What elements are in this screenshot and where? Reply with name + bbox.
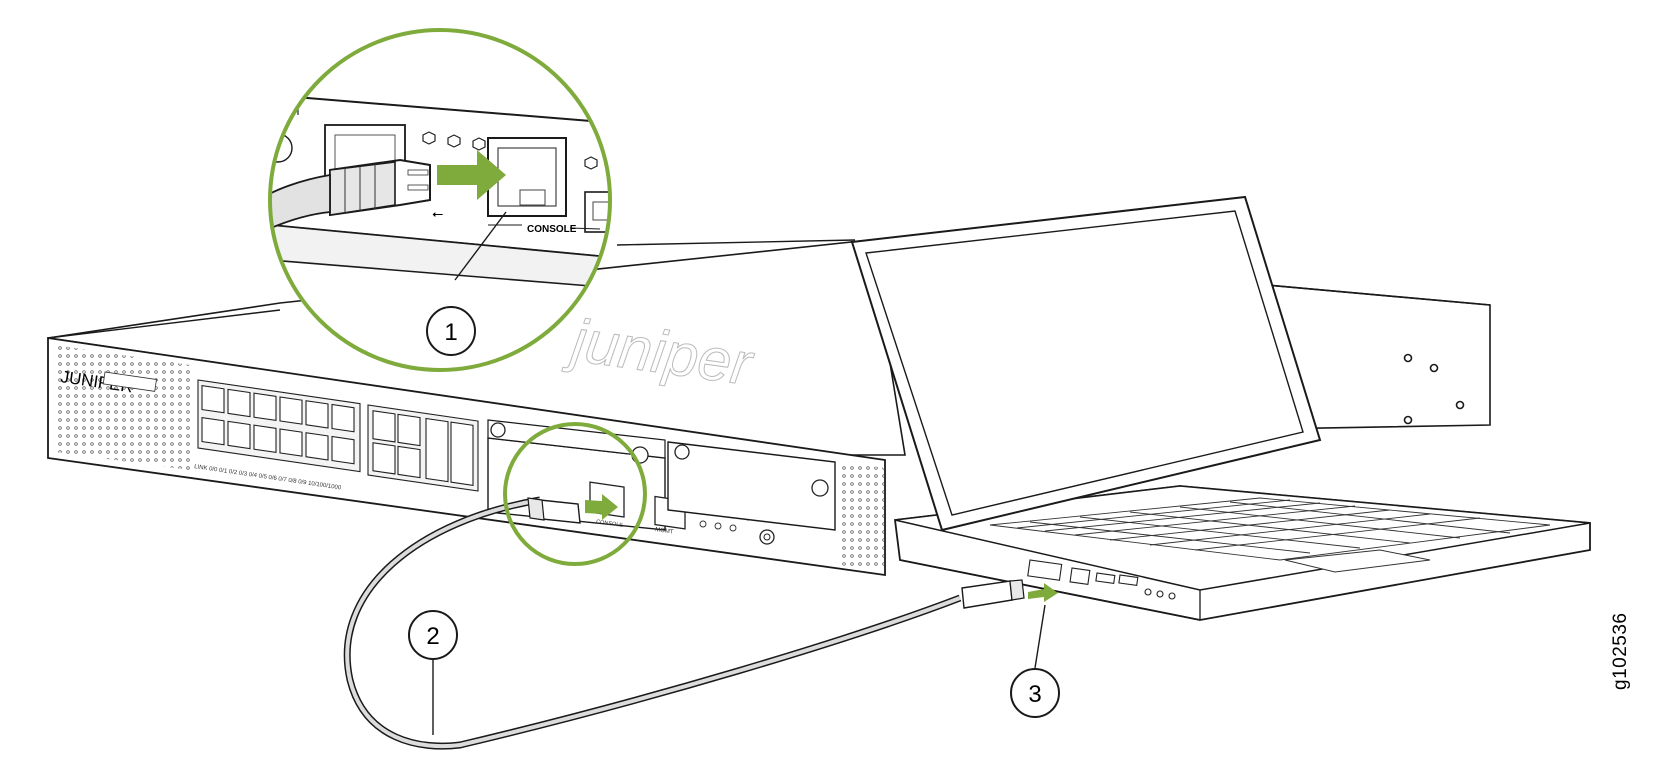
zoom-console-label: CONSOLE [527, 224, 577, 235]
rj45-connector-device-end [527, 497, 581, 524]
svg-text:MGMT: MGMT [655, 527, 674, 536]
zoom-detail: CONSOLE ⭠ [268, 28, 612, 372]
svg-text:1: 1 [444, 319, 457, 346]
copper-port-block [197, 379, 361, 473]
network-device: JUNIPER LINK 0/0 0/1 0/2 0/3 0/4 0/5 0/6… [47, 239, 906, 577]
laptop-screen [865, 210, 1304, 516]
console-cable [343, 496, 1025, 750]
svg-text:⭠: ⭠ [432, 206, 443, 222]
laptop-touchpad [1284, 549, 1431, 573]
console-port-highlight [503, 422, 647, 566]
sfp-port-block [367, 404, 479, 492]
zoom-rj45-plug [270, 158, 431, 234]
module-slot-2 [667, 441, 836, 531]
callout-3: 3 [1010, 604, 1060, 718]
laptop-keyboard [989, 497, 1551, 561]
insert-arrow-device [585, 494, 618, 520]
svg-text:2: 2 [426, 623, 439, 650]
callout-1: 1 [426, 306, 476, 356]
callout-2: 2 [408, 610, 458, 735]
figure-id-label: g102536 [1610, 612, 1631, 690]
svg-text:CONSOLE: CONSOLE [596, 519, 624, 529]
svg-text:3: 3 [1028, 681, 1041, 708]
db9-adapter-laptop-end [961, 579, 1025, 609]
laptop [850, 195, 1591, 621]
insert-arrow-laptop [1028, 583, 1058, 602]
zoom-insert-arrow [437, 150, 506, 200]
